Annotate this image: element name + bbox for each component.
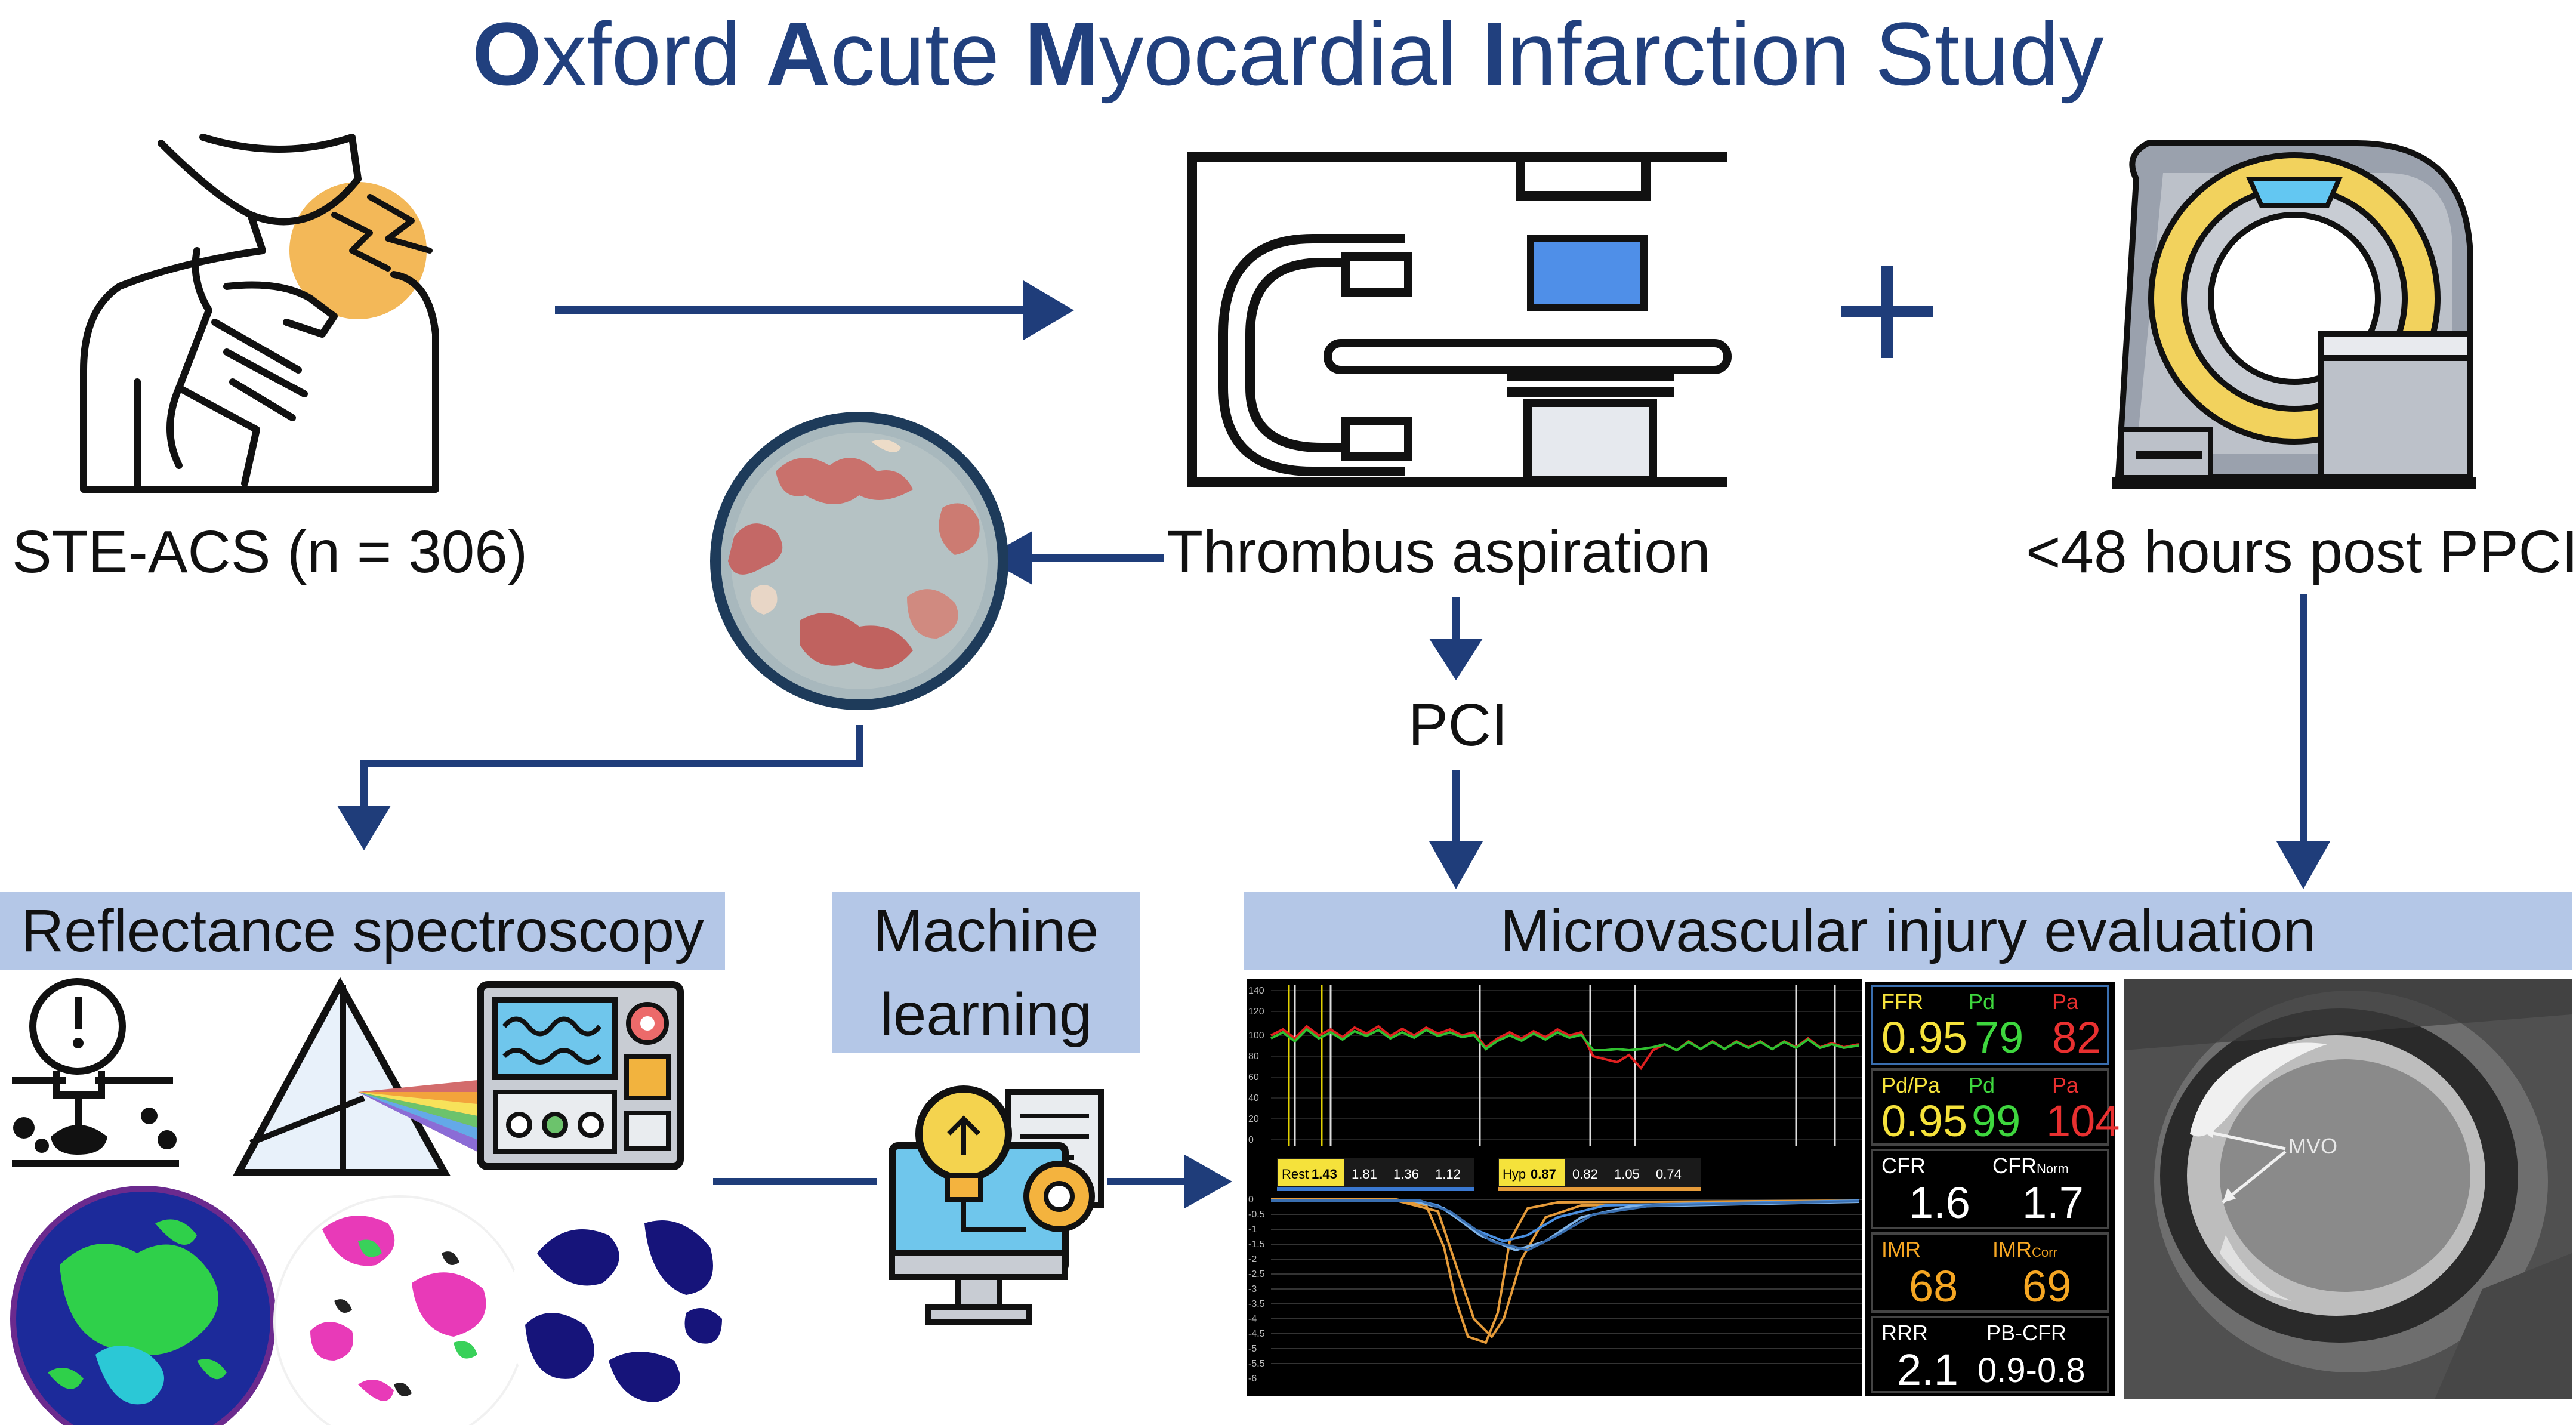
arrow-dish-to-reflectance xyxy=(337,725,863,850)
spectral-map-3 xyxy=(507,1185,764,1425)
y-tick: -3 xyxy=(1248,1284,1257,1294)
cfr-norm-value: 1.7 xyxy=(2022,1178,2084,1227)
spectral-map-2 xyxy=(273,1195,526,1425)
y-tick: 60 xyxy=(1248,1072,1259,1082)
y-tick: -1 xyxy=(1248,1224,1257,1235)
y-tick: 0 xyxy=(1248,1135,1254,1145)
y-tick: -0.5 xyxy=(1248,1210,1265,1220)
microvascular-evaluation-label: Microvascular injury evaluation xyxy=(1500,897,2316,964)
y-tick: -2 xyxy=(1248,1254,1257,1264)
prism-icon xyxy=(232,977,477,1176)
y-tick: 40 xyxy=(1248,1093,1259,1103)
mvo-annotation: MVO xyxy=(2288,1134,2338,1158)
rest-value: 1.12 xyxy=(1435,1167,1461,1182)
y-tick: -4 xyxy=(1248,1314,1257,1324)
pdpa-value: 0.95 xyxy=(1881,1096,1968,1146)
y-tick: 20 xyxy=(1248,1114,1259,1124)
machine-learning-label: Machine learning xyxy=(873,897,1099,1048)
cfr-cell: CFR CFRNorm 1.6 1.7 xyxy=(1871,1149,2109,1229)
cardiac-mri-image: MVO xyxy=(2124,979,2572,1399)
y-tick: -2.5 xyxy=(1248,1269,1265,1279)
imr-corr-value: 69 xyxy=(2022,1261,2072,1311)
rrr-cell: RRR PB-CFR 2.1 0.9-0.8 xyxy=(1871,1316,2109,1395)
cfr-norm-key: CFRNorm xyxy=(1992,1153,2069,1178)
y-tick: 100 xyxy=(1248,1031,1264,1041)
pd-key: Pd xyxy=(1969,989,1995,1014)
mri-scanner-icon xyxy=(2112,140,2476,489)
reflectance-spectroscopy-band: Reflectance spectroscopy xyxy=(0,892,725,970)
rrr-value: 2.1 xyxy=(1897,1345,1958,1395)
pa-key: Pa xyxy=(2052,989,2079,1014)
cfr-key: CFR xyxy=(1881,1153,1926,1178)
imr-corr-key: IMRCorr xyxy=(1992,1237,2057,1261)
person-chest-pain-icon xyxy=(80,134,439,493)
ml-computer-icon xyxy=(889,1085,1104,1325)
rest-value: 1.81 xyxy=(1352,1167,1377,1182)
y-tick: 140 xyxy=(1248,986,1264,996)
y-tick: 120 xyxy=(1248,1007,1264,1017)
y-tick: -5.5 xyxy=(1248,1359,1265,1369)
hyp-label: Hyp xyxy=(1503,1167,1526,1182)
y-tick: -5 xyxy=(1248,1344,1257,1354)
y-tick: -6 xyxy=(1248,1374,1257,1384)
arrow-patient-to-cathlab xyxy=(555,280,1074,340)
rest-readout: Rest 1.43 1.81 1.36 1.12 xyxy=(1277,1158,1474,1191)
thrombus-aspiration-label: Thrombus aspiration xyxy=(1167,519,1711,585)
plus-icon xyxy=(1841,266,1933,358)
rrr-key: RRR xyxy=(1881,1321,1928,1345)
pa-key: Pa xyxy=(2052,1073,2079,1097)
arrow-thrombus-to-dish xyxy=(985,531,1164,585)
hyp-value: 0.82 xyxy=(1572,1167,1598,1182)
pa-value: 104 xyxy=(2046,1096,2120,1146)
spectral-map-1 xyxy=(10,1186,276,1425)
arrow-ml-to-evaluation xyxy=(1107,1155,1232,1208)
page-title: Oxford Acute Myocardial Infarction Study xyxy=(472,4,2104,104)
pa-value: 82 xyxy=(2052,1013,2102,1062)
cardiac-mri-graphic xyxy=(2124,979,2572,1399)
arrow-thrombus-to-pci xyxy=(1429,597,1483,680)
pdpa-key: Pd/Pa xyxy=(1881,1073,1941,1097)
reflectance-spectroscopy-label: Reflectance spectroscopy xyxy=(20,897,705,964)
cfr-value: 1.6 xyxy=(1909,1178,1970,1227)
pdpa-cell: Pd/Pa Pd Pa 0.95 99 104 xyxy=(1871,1068,2120,1146)
y-tick: -3.5 xyxy=(1248,1299,1265,1309)
hyp-value: 1.05 xyxy=(1614,1167,1640,1182)
imr-key: IMR xyxy=(1881,1237,1921,1261)
rest-value: 1.36 xyxy=(1393,1167,1419,1182)
machine-learning-band: Machine learning xyxy=(832,892,1140,1053)
hyp-readout: Hyp 0.87 0.82 1.05 0.74 xyxy=(1498,1158,1701,1191)
cath-lab-icon xyxy=(1187,152,1732,487)
imr-value: 68 xyxy=(1909,1261,1958,1311)
pressure-tracing: 140 120 100 80 60 40 20 0 0 -0.5 -1 -1.5… xyxy=(1247,979,1862,1396)
ste-acs-label: STE-ACS (n = 306) xyxy=(12,519,528,585)
arrow-pci-to-evaluation xyxy=(1429,770,1483,889)
petri-dish-icon xyxy=(710,412,1008,710)
post-ppci-label: <48 hours post PPCI xyxy=(2026,519,2576,585)
rest-value: 1.43 xyxy=(1312,1167,1337,1182)
microvascular-evaluation-band: Microvascular injury evaluation xyxy=(1244,892,2572,970)
arrow-mri-to-evaluation xyxy=(2276,594,2330,889)
pbcfr-value: 0.9-0.8 xyxy=(1977,1351,2086,1390)
y-tick: 0 xyxy=(1248,1195,1254,1205)
pbcfr-key: PB-CFR xyxy=(1986,1321,2066,1345)
pci-label: PCI xyxy=(1408,692,1508,758)
ffr-value: 0.95 xyxy=(1881,1013,1968,1062)
ffr-key: FFR xyxy=(1881,989,1923,1014)
optics-icon xyxy=(12,978,179,1167)
y-tick: -1.5 xyxy=(1248,1239,1265,1250)
pressure-tracing-chart: 140 120 100 80 60 40 20 0 0 -0.5 -1 -1.5… xyxy=(1248,985,1862,1384)
oscilloscope-icon xyxy=(477,981,684,1170)
hyp-value: 0.74 xyxy=(1656,1167,1682,1182)
ffr-cell: FFR Pd Pa 0.95 79 82 xyxy=(1871,985,2109,1065)
physiology-index-panel: FFR Pd Pa 0.95 79 82 Pd/Pa Pd Pa 0.95 99… xyxy=(1865,982,2120,1396)
y-tick: -4.5 xyxy=(1248,1329,1265,1339)
y-tick: 80 xyxy=(1248,1051,1259,1062)
pd-key: Pd xyxy=(1969,1073,1995,1097)
imr-cell: IMR IMRCorr 68 69 xyxy=(1871,1232,2109,1313)
hyp-value: 0.87 xyxy=(1531,1167,1556,1182)
rest-label: Rest xyxy=(1282,1167,1309,1182)
pd-value: 99 xyxy=(1972,1096,2021,1146)
pd-value: 79 xyxy=(1975,1013,2024,1062)
